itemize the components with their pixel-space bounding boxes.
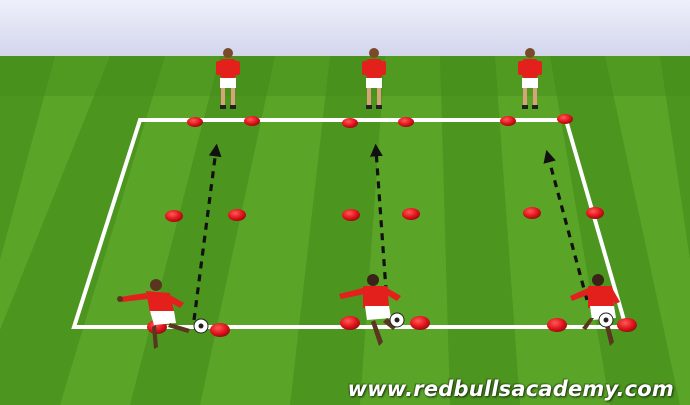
soccer-ball	[390, 313, 404, 327]
cone	[187, 117, 203, 127]
cone	[402, 208, 420, 220]
cone	[342, 209, 360, 221]
cone	[398, 117, 414, 127]
cone	[523, 207, 541, 219]
watermark-url: www.redbullsacademy.com	[348, 377, 674, 401]
soccer-ball	[599, 313, 613, 327]
cone	[557, 114, 573, 124]
cone	[342, 118, 358, 128]
cone	[410, 316, 430, 330]
soccer-ball	[194, 319, 208, 333]
cone	[500, 116, 516, 126]
cone	[244, 116, 260, 126]
cone	[617, 318, 637, 332]
cone	[586, 207, 604, 219]
cone	[547, 318, 567, 332]
sky-background	[0, 0, 690, 56]
cone	[165, 210, 183, 222]
cone	[228, 209, 246, 221]
cone	[210, 323, 230, 337]
cone	[340, 316, 360, 330]
